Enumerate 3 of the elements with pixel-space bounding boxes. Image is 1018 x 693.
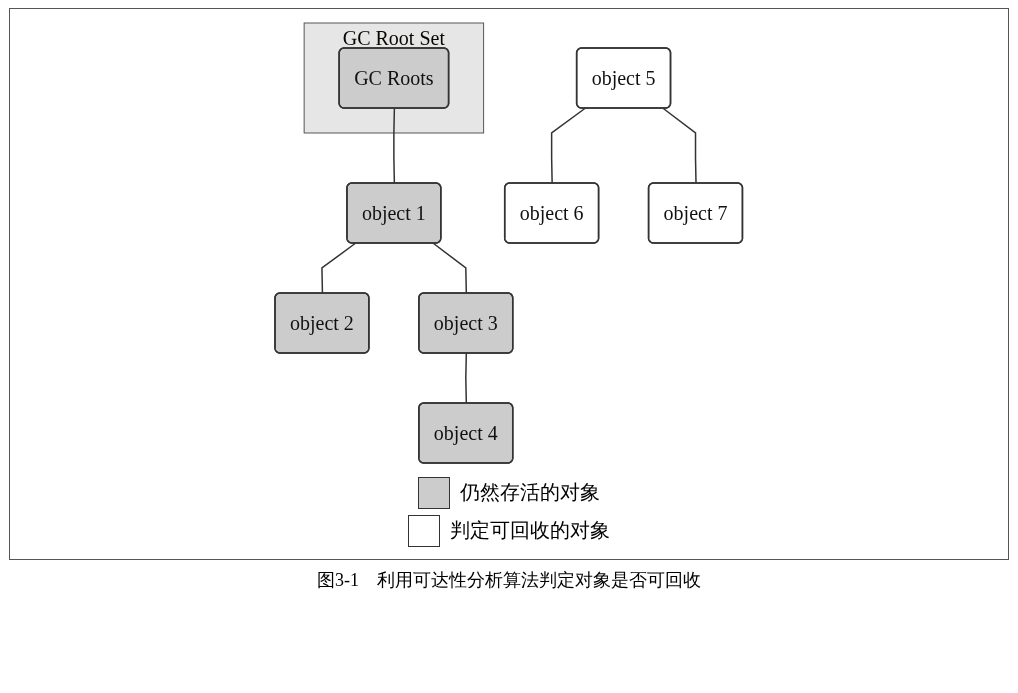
legend-text: 仍然存活的对象 (460, 480, 600, 506)
legend-text: 判定可回收的对象 (450, 518, 610, 544)
figure-caption: 图3-1 利用可达性分析算法判定对象是否可回收 (317, 570, 701, 590)
